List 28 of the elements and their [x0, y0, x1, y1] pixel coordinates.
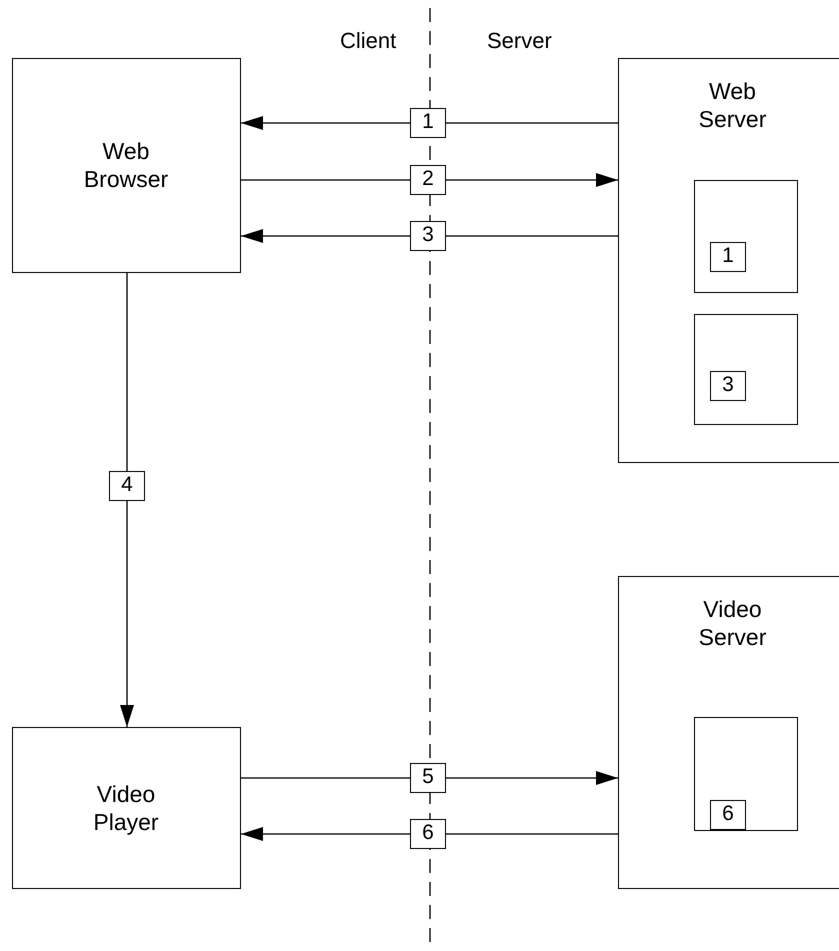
step-number: 1	[710, 242, 746, 272]
client-box	[12, 58, 241, 273]
step-number: 4	[109, 471, 145, 501]
arrow	[446, 173, 618, 187]
step-number: 3	[410, 221, 446, 251]
arrow	[241, 116, 410, 130]
side-label: Server	[487, 28, 552, 54]
step-number: 6	[710, 800, 746, 830]
step-number: 3	[710, 371, 746, 401]
step-number: 1	[410, 108, 446, 138]
inner-box	[694, 314, 798, 424]
server-box	[618, 58, 839, 463]
node-label: Video Player	[92, 780, 160, 836]
arrow	[446, 771, 618, 785]
node-label: Web Server	[698, 77, 768, 133]
client-box	[12, 727, 241, 889]
node-label: Video Server	[698, 595, 768, 651]
arrow	[241, 229, 410, 243]
step-number: 6	[410, 819, 446, 849]
inner-box	[694, 180, 798, 292]
arrow	[241, 827, 410, 841]
arrow	[120, 501, 134, 727]
server-box	[618, 576, 839, 889]
step-number: 5	[410, 763, 446, 793]
node-label: Web Browser	[82, 137, 170, 193]
inner-box	[694, 716, 798, 830]
side-label: Client	[340, 28, 396, 54]
step-number: 2	[410, 165, 446, 195]
